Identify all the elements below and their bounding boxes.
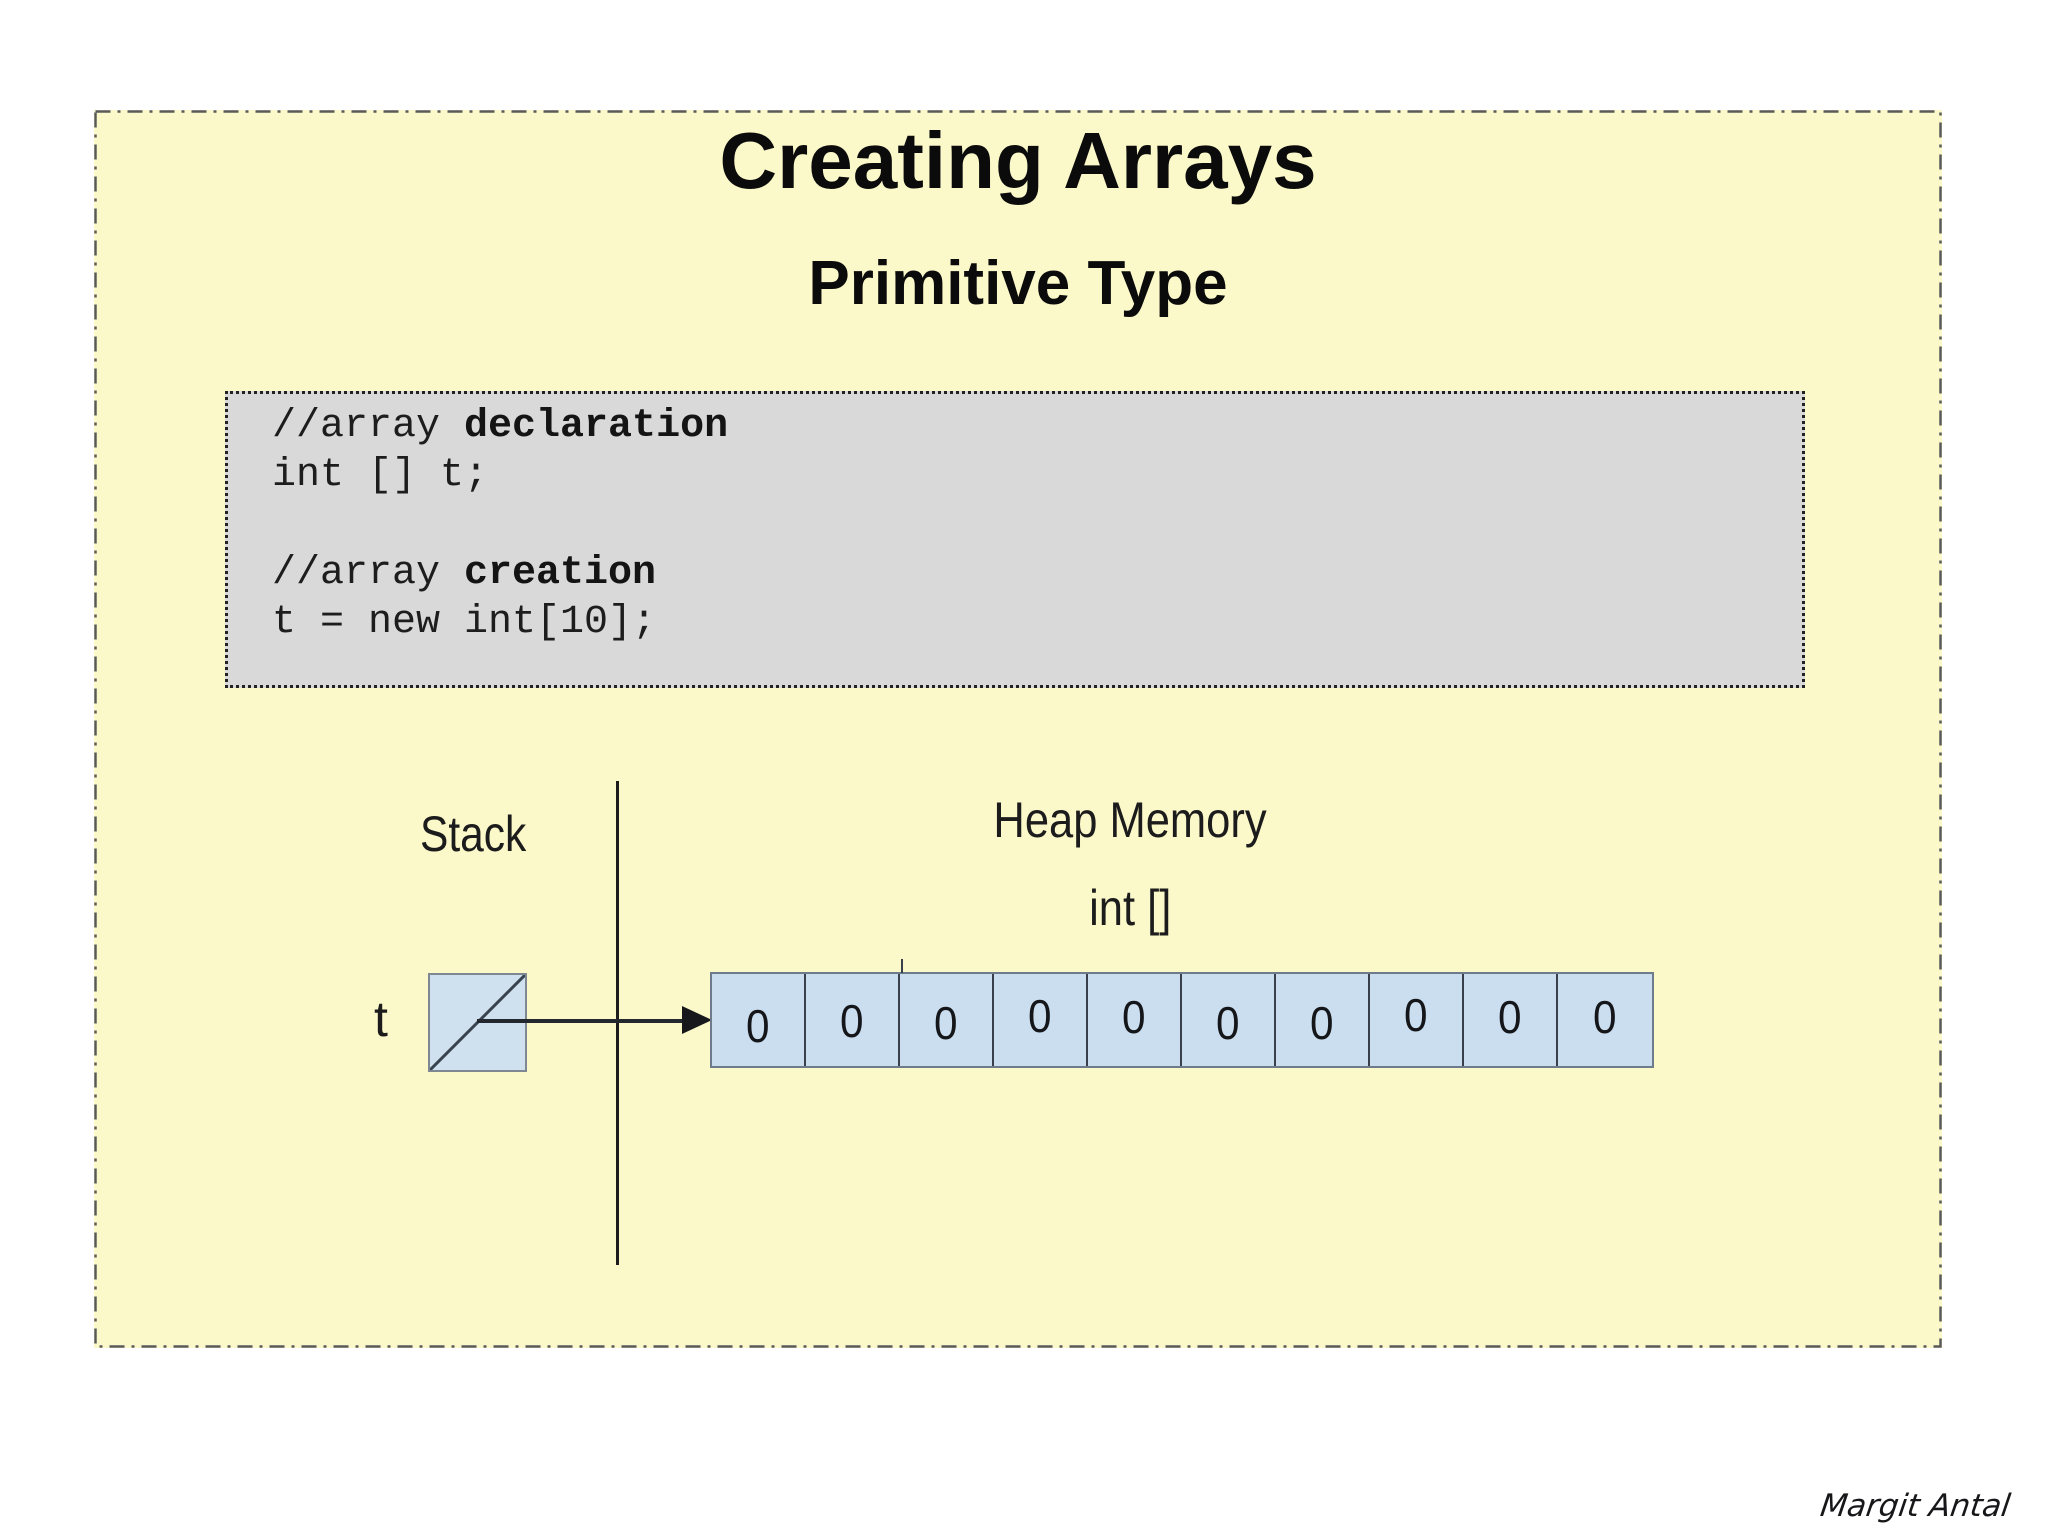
stack-heap-divider-line (616, 781, 619, 1265)
array-cell: 0 (1182, 974, 1276, 1066)
array-cell: 0 (1370, 974, 1464, 1066)
code-line: //array declaration (272, 402, 1792, 451)
stack-label: Stack (420, 808, 545, 860)
array-cell: 0 (994, 974, 1088, 1066)
int-array: 0 0 0 0 0 0 0 0 0 0 (710, 972, 1654, 1068)
array-cell-value: 0 (1498, 991, 1522, 1043)
signature: Margit Antal (1818, 1488, 2013, 1524)
array-cell-value: 0 (1216, 997, 1240, 1049)
code-segment: creation (464, 551, 657, 596)
slide-title: Creating Arrays (719, 116, 1317, 205)
reference-arrowhead-icon (682, 1006, 712, 1034)
array-cell: 0 (900, 974, 994, 1066)
array-type-label: int [] (900, 882, 1360, 934)
reference-arrow-line (477, 1019, 683, 1023)
array-type-label-text: int [] (1088, 880, 1172, 936)
array-cell: 0 (1464, 974, 1558, 1066)
code-line: //array creation (272, 549, 1792, 598)
array-cell: 0 (1558, 974, 1652, 1066)
code-segment: t = new int[10]; (272, 600, 657, 645)
code-line: t = new int[10]; (272, 598, 1792, 647)
array-cell-value: 0 (746, 1000, 770, 1052)
stack-label-text: Stack (420, 806, 527, 862)
array-cell-value: 0 (1404, 989, 1428, 1041)
array-cell-value: 0 (1028, 990, 1052, 1042)
array-divider-stub (901, 959, 903, 973)
variable-label: t (374, 991, 388, 1047)
heap-memory-label-text: Heap Memory (993, 792, 1267, 848)
array-cell: 0 (712, 974, 806, 1066)
code-segment: //array (272, 551, 465, 596)
array-cell-value: 0 (1310, 997, 1334, 1049)
code-line (272, 500, 1792, 549)
array-cell: 0 (806, 974, 900, 1066)
code-segment: int [] t; (272, 453, 489, 498)
heap-memory-label: Heap Memory (900, 794, 1360, 846)
array-cell-value: 0 (934, 997, 958, 1049)
code-line: int [] t; (272, 451, 1792, 500)
slide-subtitle: Primitive Type (808, 249, 1228, 318)
array-cell-value: 0 (840, 995, 864, 1047)
code-segment: declaration (464, 404, 729, 449)
code-segment: //array (272, 404, 465, 449)
array-cell-value: 0 (1593, 991, 1617, 1043)
array-cell: 0 (1088, 974, 1182, 1066)
array-cell-value: 0 (1122, 991, 1146, 1043)
array-cell: 0 (1276, 974, 1370, 1066)
